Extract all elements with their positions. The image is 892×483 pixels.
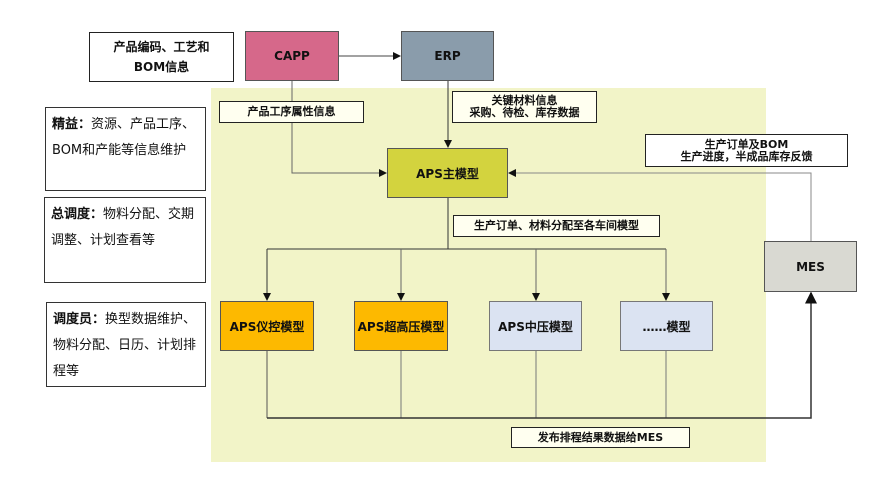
role-dispatcher-box: 调度员：换型数据维护、物料分配、日历、计划排程等 [46,302,206,387]
aps-main-node[interactable]: APS主模型 [387,148,508,198]
mes-feedback-label: 生产订单及BOM 生产进度，半成品库存反馈 [645,134,848,167]
capp-to-aps-arrow [291,81,387,177]
role-lean-box: 精益：资源、产品工序、BOM和产能等信息维护 [45,107,206,191]
erp-node[interactable]: ERP [401,31,494,81]
role-chief-dispatcher-box: 总调度：物料分配、交期调整、计划查看等 [44,197,206,283]
process-attr-label: 产品工序属性信息 [219,101,364,123]
dispatch-label: 生产订单、材料分配至各车间模型 [453,215,660,237]
publish-label: 发布排程结果数据给MES [511,427,690,448]
mes-node[interactable]: MES [764,241,857,292]
capp-node[interactable]: CAPP [245,31,339,81]
aps-zhongya-node[interactable]: APS中压模型 [489,301,582,351]
key-material-label: 关键材料信息 采购、待检、库存数据 [452,91,597,123]
aps-other-node[interactable]: ……模型 [620,301,713,351]
top-source-note: 产品编码、工艺和 BOM信息 [89,32,234,82]
mes-to-aps-arrow [508,169,812,241]
aps-yikong-node[interactable]: APS仪控模型 [220,301,314,351]
aps-chaogaoya-node[interactable]: APS超高压模型 [354,301,448,351]
publish-to-mes-arrow [267,291,817,419]
